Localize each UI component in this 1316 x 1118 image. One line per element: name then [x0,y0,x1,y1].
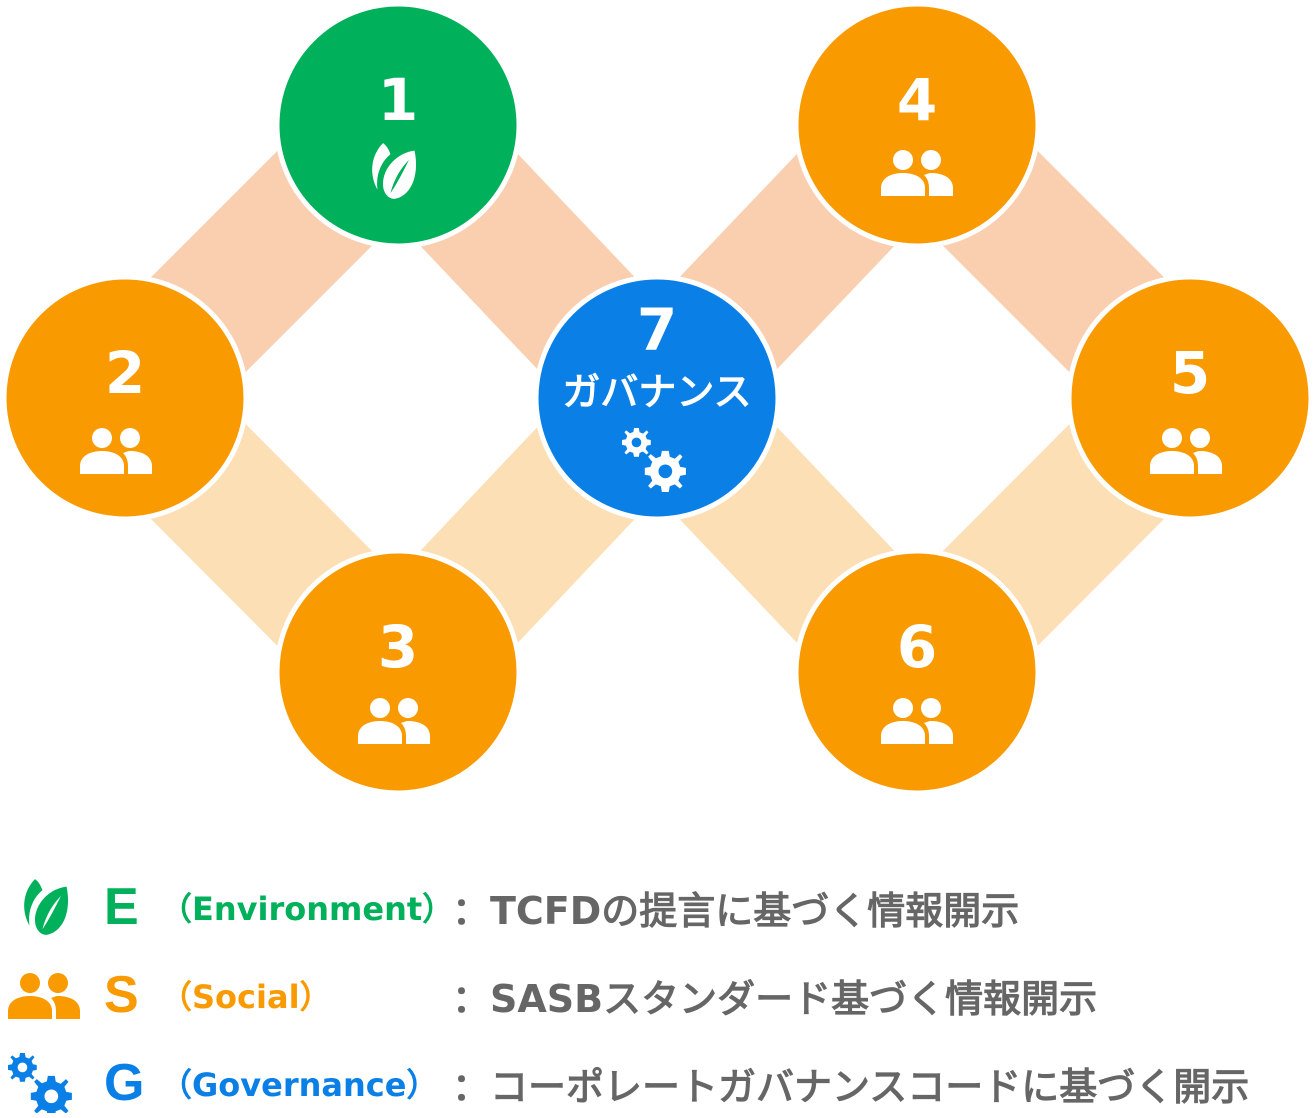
node-6: 6 [793,548,1041,796]
node-number: 7 [637,296,677,364]
legend-description: ：コーポレートガバナンスコードに基づく開示 [452,1064,1250,1109]
node-4: 4 [793,1,1041,249]
legend-description: ：SASBスタンダード基づく情報開示 [452,976,1098,1021]
node-number: 5 [1170,339,1210,407]
node-number: 6 [897,613,937,681]
node-number: 1 [378,66,418,134]
node-5: 5 [1066,274,1314,522]
node-1: 1 [274,1,522,249]
gears-icon [6,1053,82,1113]
node-3: 3 [274,548,522,796]
node-number: 3 [378,613,418,681]
legend-letter: S [104,966,139,1024]
node-number: 4 [897,66,937,134]
node-number: 2 [105,339,145,407]
legend-name: （Environment） [160,890,455,928]
legend-letter: E [104,878,139,936]
legend-letter: G [104,1054,145,1112]
leaf-icon [24,879,69,935]
people-icon [8,973,80,1019]
legend-name: （Social） [160,978,332,1016]
node-7-governance: 7 ガバナンス [533,274,781,522]
legend-name: （Governance） [160,1066,439,1104]
legend-description: ：TCFDの提言に基づく情報開示 [452,888,1020,933]
node-label: ガバナンス [562,370,751,414]
esg-diagram: 1 2 3 4 5 6 7 ガバナンス [1,1,1314,796]
node-2: 2 [1,274,249,522]
